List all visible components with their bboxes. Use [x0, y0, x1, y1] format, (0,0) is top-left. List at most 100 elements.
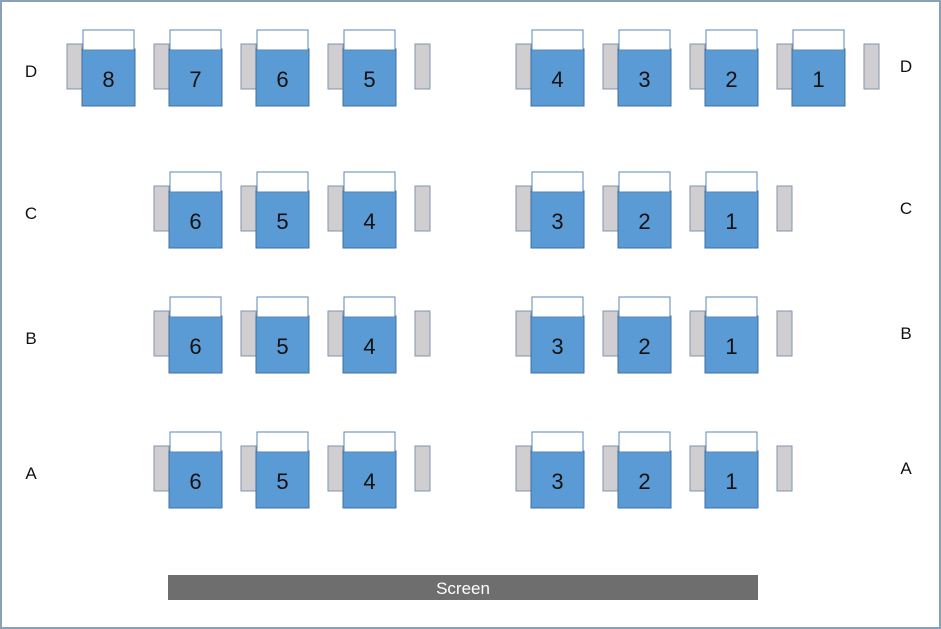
seat-c1[interactable]: 1 — [704, 171, 759, 249]
seat-backrest — [256, 431, 309, 453]
row-label-right-c: C — [900, 199, 912, 218]
seat-backrest — [705, 29, 758, 51]
seat-number: 6 — [189, 334, 201, 359]
seat-number: 3 — [638, 67, 650, 92]
seat-backrest — [618, 171, 671, 193]
seat-d8[interactable]: 8 — [81, 29, 136, 107]
armrest — [776, 310, 793, 357]
seat-backrest — [343, 296, 396, 318]
seat-number: 1 — [725, 469, 737, 494]
armrest — [689, 310, 706, 357]
seat-a3[interactable]: 3 — [530, 431, 585, 509]
seat-c3[interactable]: 3 — [530, 171, 585, 249]
seat-cushion — [168, 450, 223, 509]
seat-backrest — [531, 171, 584, 193]
armrest — [776, 43, 793, 90]
seat-cushion — [617, 450, 672, 509]
seat-cushion — [255, 48, 310, 107]
seat-b4[interactable]: 4 — [342, 296, 397, 374]
seat-number: 6 — [189, 209, 201, 234]
seat-c2[interactable]: 2 — [617, 171, 672, 249]
seat-d7[interactable]: 7 — [168, 29, 223, 107]
seat-d6[interactable]: 6 — [255, 29, 310, 107]
armrest — [327, 445, 344, 492]
seat-c6[interactable]: 6 — [168, 171, 223, 249]
seat-cushion — [530, 190, 585, 249]
seat-backrest — [531, 29, 584, 51]
seat-number: 1 — [812, 67, 824, 92]
armrest — [327, 310, 344, 357]
armrest — [863, 43, 880, 90]
seat-b1[interactable]: 1 — [704, 296, 759, 374]
screen-label: Screen — [436, 579, 490, 598]
seat-d5[interactable]: 5 — [342, 29, 397, 107]
seat-cushion — [168, 190, 223, 249]
armrest — [515, 185, 532, 232]
seat-d3[interactable]: 3 — [617, 29, 672, 107]
armrest — [153, 445, 170, 492]
row-label-left-a: A — [25, 464, 37, 483]
seat-cushion — [617, 190, 672, 249]
seat-c4[interactable]: 4 — [342, 171, 397, 249]
seat-d1[interactable]: 1 — [791, 29, 846, 107]
seat-cushion — [704, 190, 759, 249]
seat-c5[interactable]: 5 — [255, 171, 310, 249]
seat-b5[interactable]: 5 — [255, 296, 310, 374]
seat-b6[interactable]: 6 — [168, 296, 223, 374]
screen-bar — [168, 575, 758, 600]
seat-a1[interactable]: 1 — [704, 431, 759, 509]
seat-number: 2 — [638, 209, 650, 234]
seat-d4[interactable]: 4 — [530, 29, 585, 107]
seat-cushion — [704, 48, 759, 107]
seat-backrest — [256, 29, 309, 51]
seat-a5[interactable]: 5 — [255, 431, 310, 509]
seat-cushion — [342, 48, 397, 107]
seat-a6[interactable]: 6 — [168, 431, 223, 509]
armrest — [327, 185, 344, 232]
seat-cushion — [530, 48, 585, 107]
seat-block-c-right: 3 2 1 — [515, 171, 793, 249]
seat-d2[interactable]: 2 — [704, 29, 759, 107]
armrest — [602, 185, 619, 232]
seat-backrest — [169, 431, 222, 453]
armrest — [414, 310, 431, 357]
armrest — [602, 445, 619, 492]
seat-number: 3 — [551, 209, 563, 234]
seat-backrest — [531, 431, 584, 453]
seat-backrest — [792, 29, 845, 51]
seat-number: 4 — [363, 469, 375, 494]
seat-block-c-left: 6 5 4 — [153, 171, 431, 249]
row-label-right-a: A — [900, 459, 912, 478]
armrest — [414, 445, 431, 492]
seat-number: 4 — [363, 209, 375, 234]
seat-cushion — [704, 315, 759, 374]
row-label-left-d: D — [25, 62, 37, 81]
seat-cushion — [530, 315, 585, 374]
seat-block-d-right: 4 3 2 1 — [515, 29, 880, 107]
seat-b3[interactable]: 3 — [530, 296, 585, 374]
armrest — [515, 310, 532, 357]
seat-cushion — [255, 315, 310, 374]
seat-backrest — [343, 171, 396, 193]
seat-number: 2 — [638, 469, 650, 494]
seat-number: 8 — [102, 67, 114, 92]
seat-number: 3 — [551, 334, 563, 359]
row-label-left-c: C — [25, 204, 37, 223]
armrest — [240, 310, 257, 357]
seat-a4[interactable]: 4 — [342, 431, 397, 509]
armrest — [776, 445, 793, 492]
seat-backrest — [618, 29, 671, 51]
seat-backrest — [256, 296, 309, 318]
seat-b2[interactable]: 2 — [617, 296, 672, 374]
seat-cushion — [617, 315, 672, 374]
seat-backrest — [618, 431, 671, 453]
seat-a2[interactable]: 2 — [617, 431, 672, 509]
armrest — [515, 43, 532, 90]
armrest — [689, 185, 706, 232]
seat-backrest — [705, 431, 758, 453]
seat-backrest — [256, 171, 309, 193]
